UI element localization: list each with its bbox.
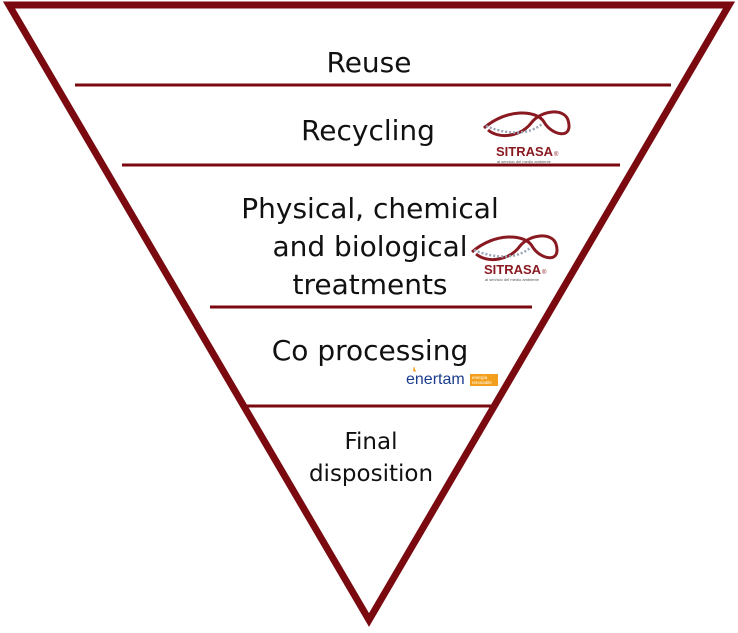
level-label-co-processing: Co processing xyxy=(271,334,469,367)
level-label-recycling: Recycling xyxy=(301,114,435,147)
sitrasa-wordmark: SITRASA xyxy=(484,262,542,277)
enertam-logo: enertam energía renovable xyxy=(406,366,498,388)
level-label-final-disposition: Final disposition xyxy=(308,429,434,487)
sitrasa-logo: SITRASA ® al servicio del medio ambiente xyxy=(471,234,559,282)
level-label-reuse: Reuse xyxy=(326,46,412,79)
sitrasa-tagline: al servicio del medio ambiente xyxy=(497,159,552,164)
enertam-wordmark: enertam xyxy=(406,371,465,388)
sun-icon xyxy=(413,366,416,372)
sitrasa-logo: SITRASA ® al servicio del medio ambiente xyxy=(483,110,571,164)
sitrasa-registered-mark: ® xyxy=(554,151,559,158)
enertam-box-line1: energía xyxy=(472,375,488,380)
sitrasa-wordmark: SITRASA xyxy=(496,144,554,159)
level-label-treatments: Physical, chemical and biological treatm… xyxy=(241,192,499,301)
enertam-box xyxy=(470,374,498,386)
sitrasa-tagline: al servicio del medio ambiente xyxy=(485,277,540,282)
enertam-box-line2: renovable xyxy=(472,380,492,385)
sitrasa-registered-mark: ® xyxy=(542,269,547,276)
